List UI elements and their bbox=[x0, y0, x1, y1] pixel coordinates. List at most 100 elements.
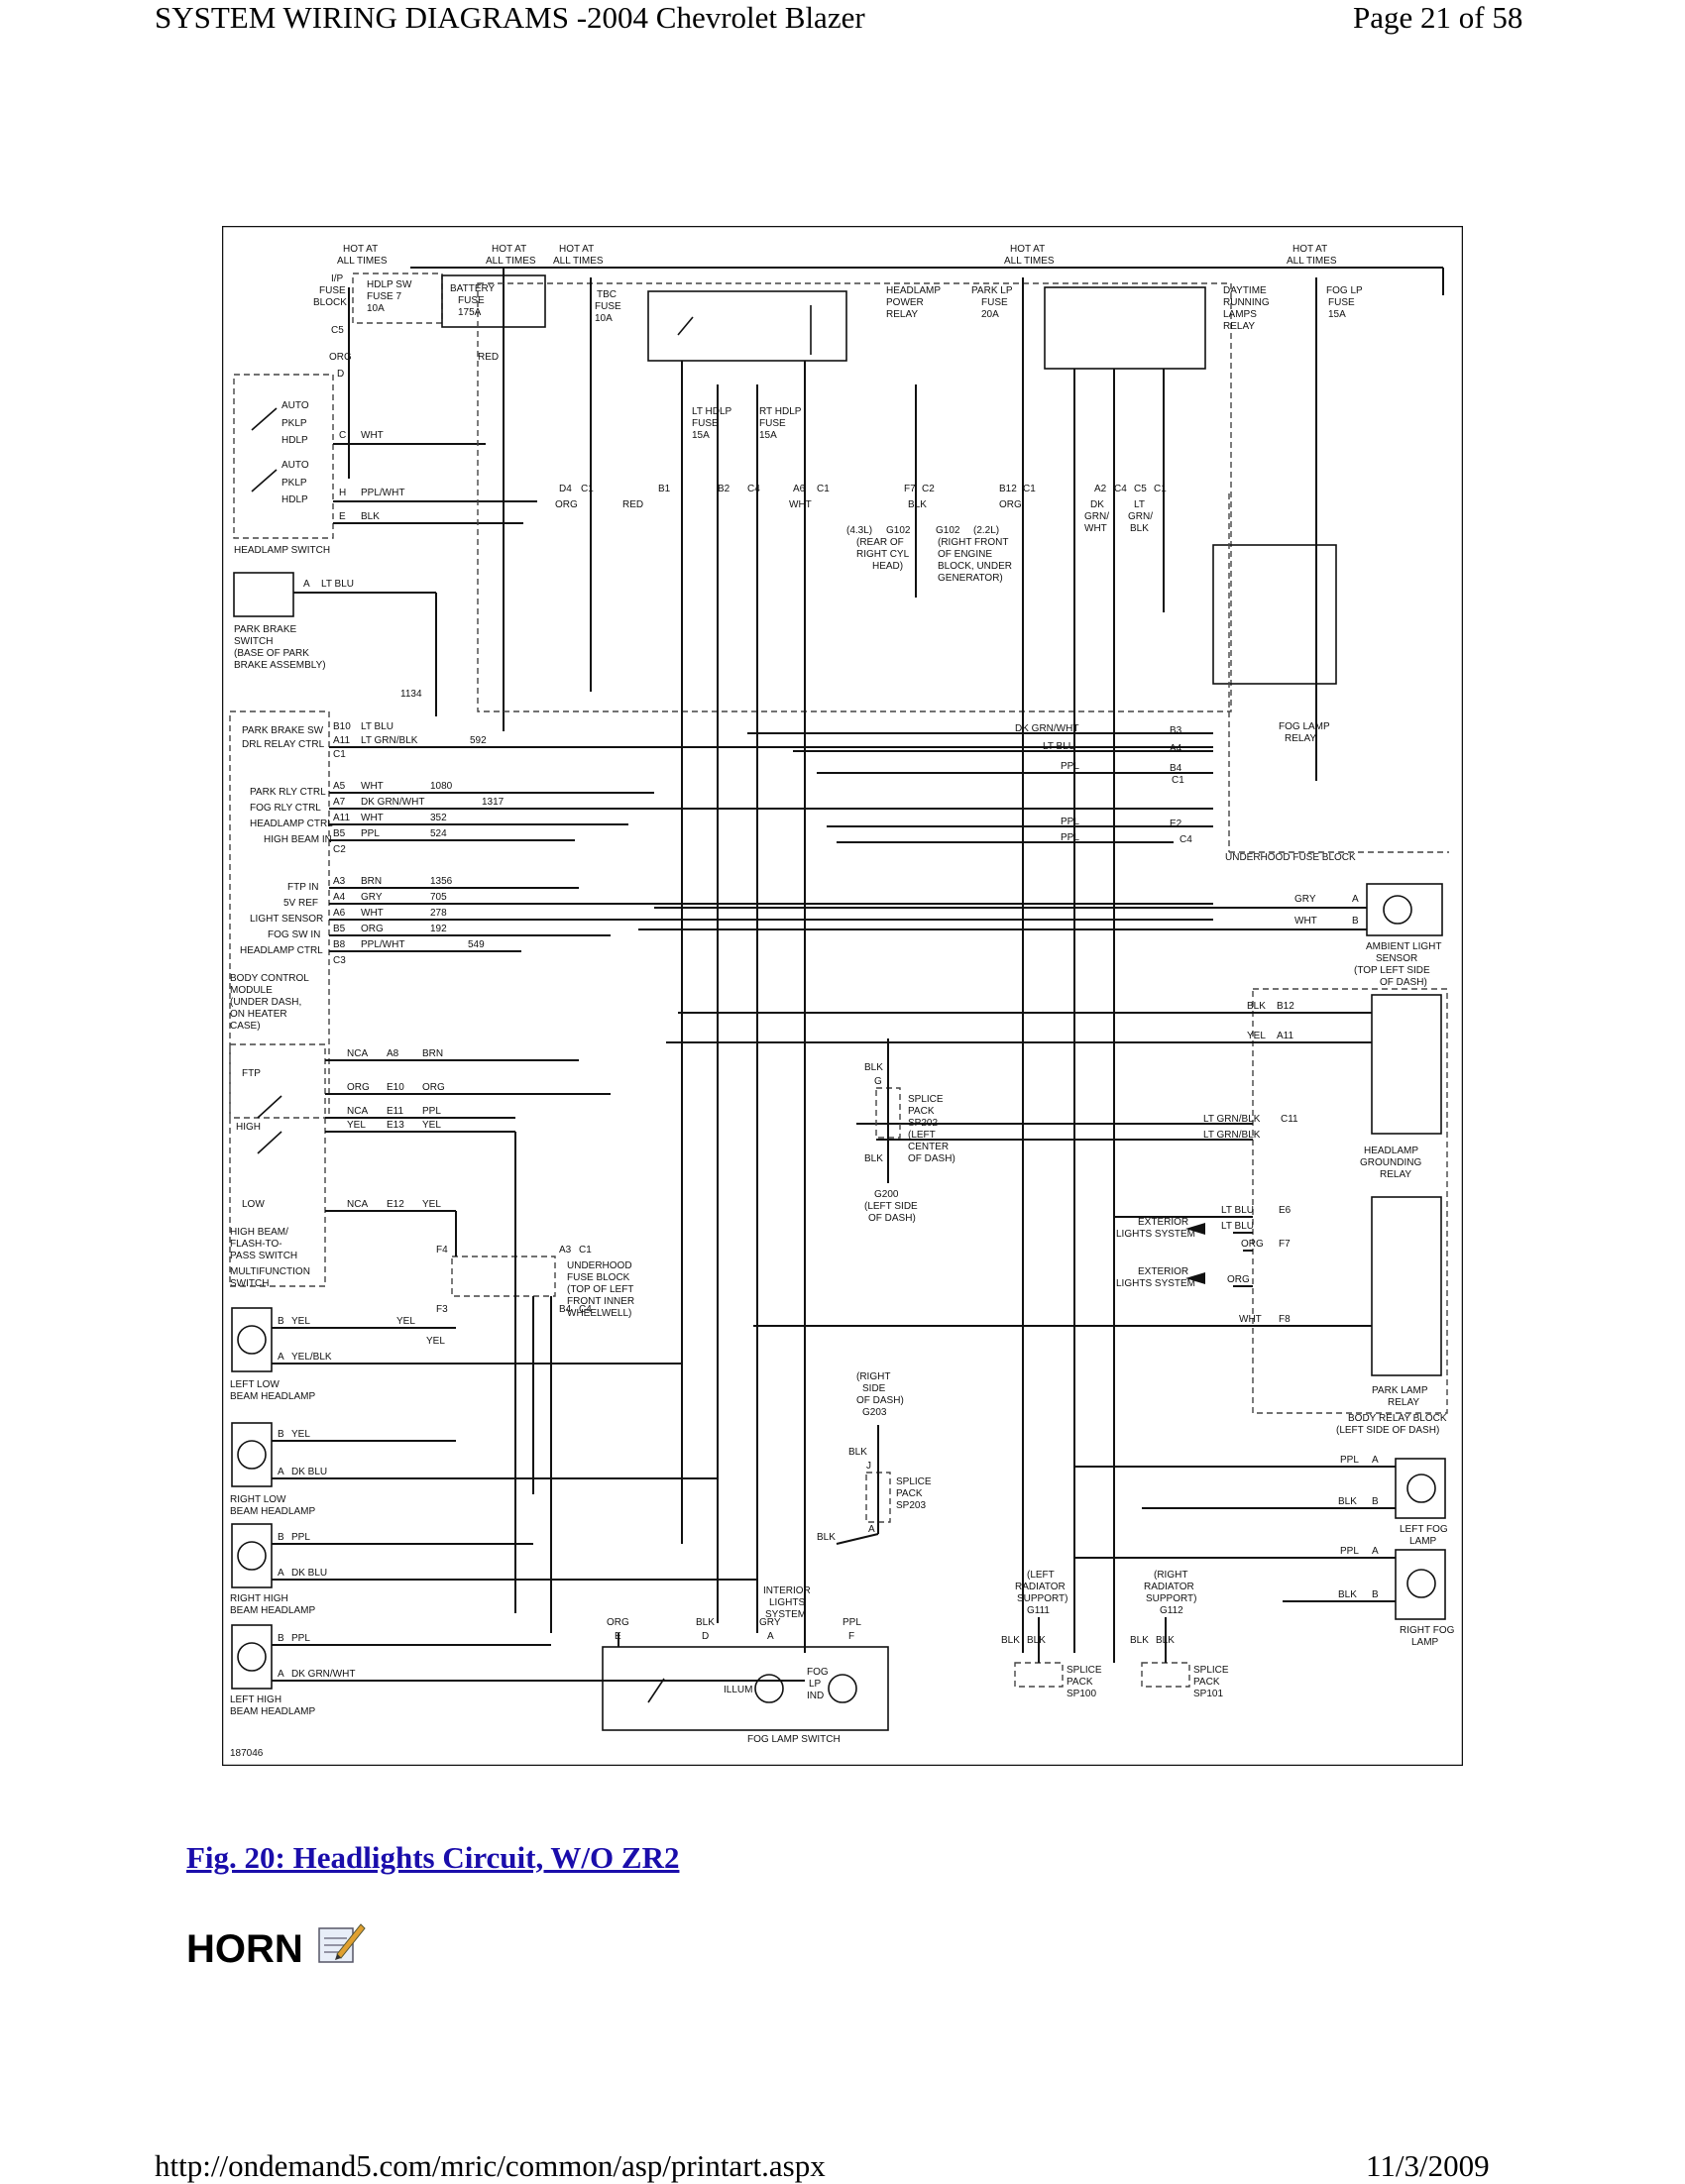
ip-fuse-block-label: I/P bbox=[331, 273, 344, 284]
svg-text:SP100: SP100 bbox=[1067, 1689, 1096, 1699]
svg-text:DK GRN/WHT: DK GRN/WHT bbox=[1015, 723, 1078, 734]
svg-text:C2: C2 bbox=[333, 844, 346, 855]
svg-text:B5: B5 bbox=[333, 924, 346, 934]
svg-text:RUNNING: RUNNING bbox=[1223, 297, 1270, 308]
svg-text:ILLUM: ILLUM bbox=[724, 1685, 752, 1695]
svg-text:YEL: YEL bbox=[422, 1199, 441, 1210]
svg-text:D: D bbox=[337, 369, 344, 380]
svg-text:1134: 1134 bbox=[400, 689, 422, 700]
svg-text:PARK LP: PARK LP bbox=[971, 285, 1013, 296]
svg-text:C: C bbox=[339, 430, 346, 441]
svg-text:LEFT HIGH: LEFT HIGH bbox=[230, 1694, 281, 1705]
svg-text:E2: E2 bbox=[1170, 819, 1182, 829]
svg-text:B: B bbox=[278, 1429, 284, 1440]
svg-text:BLK: BLK bbox=[1027, 1635, 1046, 1646]
svg-text:LAMP: LAMP bbox=[1411, 1637, 1439, 1648]
svg-text:15A: 15A bbox=[759, 430, 777, 441]
svg-text:FUSE 7: FUSE 7 bbox=[367, 291, 401, 302]
svg-text:RIGHT CYL: RIGHT CYL bbox=[856, 549, 910, 560]
svg-text:C3: C3 bbox=[333, 955, 346, 966]
note-pencil-icon[interactable] bbox=[315, 1918, 367, 1966]
svg-text:F4: F4 bbox=[436, 1245, 448, 1256]
svg-text:DK BLU: DK BLU bbox=[291, 1568, 327, 1579]
svg-text:(TOP LEFT SIDE: (TOP LEFT SIDE bbox=[1354, 965, 1430, 976]
svg-text:GROUNDING: GROUNDING bbox=[1360, 1157, 1421, 1168]
svg-text:LT GRN/BLK: LT GRN/BLK bbox=[1203, 1114, 1261, 1125]
splice-pack-sp202-label: SPLICE bbox=[908, 1094, 944, 1105]
svg-text:BLK: BLK bbox=[817, 1532, 836, 1543]
svg-text:RADIATOR: RADIATOR bbox=[1015, 1582, 1066, 1592]
svg-text:ORG: ORG bbox=[999, 499, 1022, 510]
svg-text:B12: B12 bbox=[1277, 1001, 1294, 1012]
svg-text:A8: A8 bbox=[387, 1048, 399, 1059]
svg-text:B2: B2 bbox=[718, 484, 730, 494]
underhood-fuse-block-lower-label: UNDERHOOD bbox=[567, 1260, 632, 1271]
svg-text:A7: A7 bbox=[333, 797, 346, 808]
svg-text:RELAY: RELAY bbox=[886, 309, 918, 320]
svg-text:GRY: GRY bbox=[1294, 894, 1316, 905]
hot-label-5: HOT AT bbox=[1292, 244, 1327, 255]
svg-text:A11: A11 bbox=[333, 813, 350, 823]
svg-text:ALL TIMES: ALL TIMES bbox=[553, 256, 604, 267]
svg-text:A6: A6 bbox=[333, 908, 346, 919]
svg-text:A3: A3 bbox=[559, 1245, 572, 1256]
svg-text:BLK: BLK bbox=[1338, 1589, 1357, 1600]
svg-text:B10: B10 bbox=[333, 721, 351, 732]
svg-text:705: 705 bbox=[430, 892, 447, 903]
figure-caption-link[interactable]: Fig. 20: Headlights Circuit, W/O ZR2 bbox=[186, 1840, 680, 1875]
svg-text:592: 592 bbox=[470, 735, 487, 746]
svg-text:C1: C1 bbox=[579, 1245, 592, 1256]
svg-text:LAMPS: LAMPS bbox=[1223, 309, 1257, 320]
hot-label-1: HOT AT bbox=[343, 244, 378, 255]
svg-text:PPL: PPL bbox=[361, 828, 380, 839]
svg-text:WHT: WHT bbox=[1294, 916, 1317, 927]
svg-text:C1: C1 bbox=[817, 484, 830, 494]
svg-text:FUSE: FUSE bbox=[1328, 297, 1355, 308]
svg-text:LEFT FOG: LEFT FOG bbox=[1400, 1524, 1448, 1535]
svg-text:C1: C1 bbox=[333, 749, 346, 760]
svg-text:HEADLAMP CTRL: HEADLAMP CTRL bbox=[250, 819, 333, 829]
svg-text:A: A bbox=[278, 1352, 284, 1363]
svg-text:WHEELWELL): WHEELWELL) bbox=[567, 1308, 631, 1319]
svg-text:(LEFT: (LEFT bbox=[908, 1130, 936, 1141]
svg-text:A3: A3 bbox=[333, 876, 346, 887]
svg-text:CASE): CASE) bbox=[230, 1021, 261, 1032]
svg-text:HEAD): HEAD) bbox=[872, 561, 903, 572]
svg-text:A4: A4 bbox=[1170, 743, 1182, 754]
svg-text:G200: G200 bbox=[874, 1189, 899, 1200]
svg-text:C1: C1 bbox=[1154, 484, 1167, 494]
svg-text:YEL: YEL bbox=[396, 1316, 415, 1327]
svg-text:SWITCH: SWITCH bbox=[234, 636, 273, 647]
svg-text:RIGHT FOG: RIGHT FOG bbox=[1400, 1625, 1455, 1636]
figure-id: 187046 bbox=[230, 1748, 264, 1759]
svg-text:1317: 1317 bbox=[482, 797, 505, 808]
svg-text:FOG LP: FOG LP bbox=[1326, 285, 1363, 296]
svg-text:PARK RLY CTRL: PARK RLY CTRL bbox=[250, 787, 326, 798]
svg-text:B: B bbox=[1372, 1496, 1379, 1507]
svg-text:LEFT LOW: LEFT LOW bbox=[230, 1379, 280, 1390]
svg-text:G102: G102 bbox=[886, 525, 911, 536]
svg-text:BLOCK: BLOCK bbox=[313, 297, 347, 308]
svg-text:A2: A2 bbox=[1094, 484, 1107, 494]
svg-text:BLK: BLK bbox=[1338, 1496, 1357, 1507]
svg-text:BRN: BRN bbox=[361, 876, 382, 887]
svg-text:YEL: YEL bbox=[291, 1316, 310, 1327]
svg-text:G111: G111 bbox=[1027, 1605, 1050, 1616]
svg-text:C11: C11 bbox=[1281, 1114, 1298, 1125]
svg-text:A: A bbox=[278, 1467, 284, 1477]
svg-text:OF DASH): OF DASH) bbox=[868, 1213, 916, 1224]
svg-text:SP202: SP202 bbox=[908, 1118, 938, 1129]
svg-text:BLK: BLK bbox=[848, 1447, 867, 1458]
svg-text:A: A bbox=[767, 1631, 774, 1642]
svg-text:SP101: SP101 bbox=[1193, 1689, 1223, 1699]
svg-text:FUSE: FUSE bbox=[319, 285, 346, 296]
svg-text:RT HDLP: RT HDLP bbox=[759, 406, 802, 417]
svg-text:BLK: BLK bbox=[361, 511, 380, 522]
svg-text:G112: G112 bbox=[1160, 1605, 1183, 1616]
svg-text:(RIGHT: (RIGHT bbox=[1154, 1570, 1187, 1581]
svg-text:BLK: BLK bbox=[864, 1062, 883, 1073]
